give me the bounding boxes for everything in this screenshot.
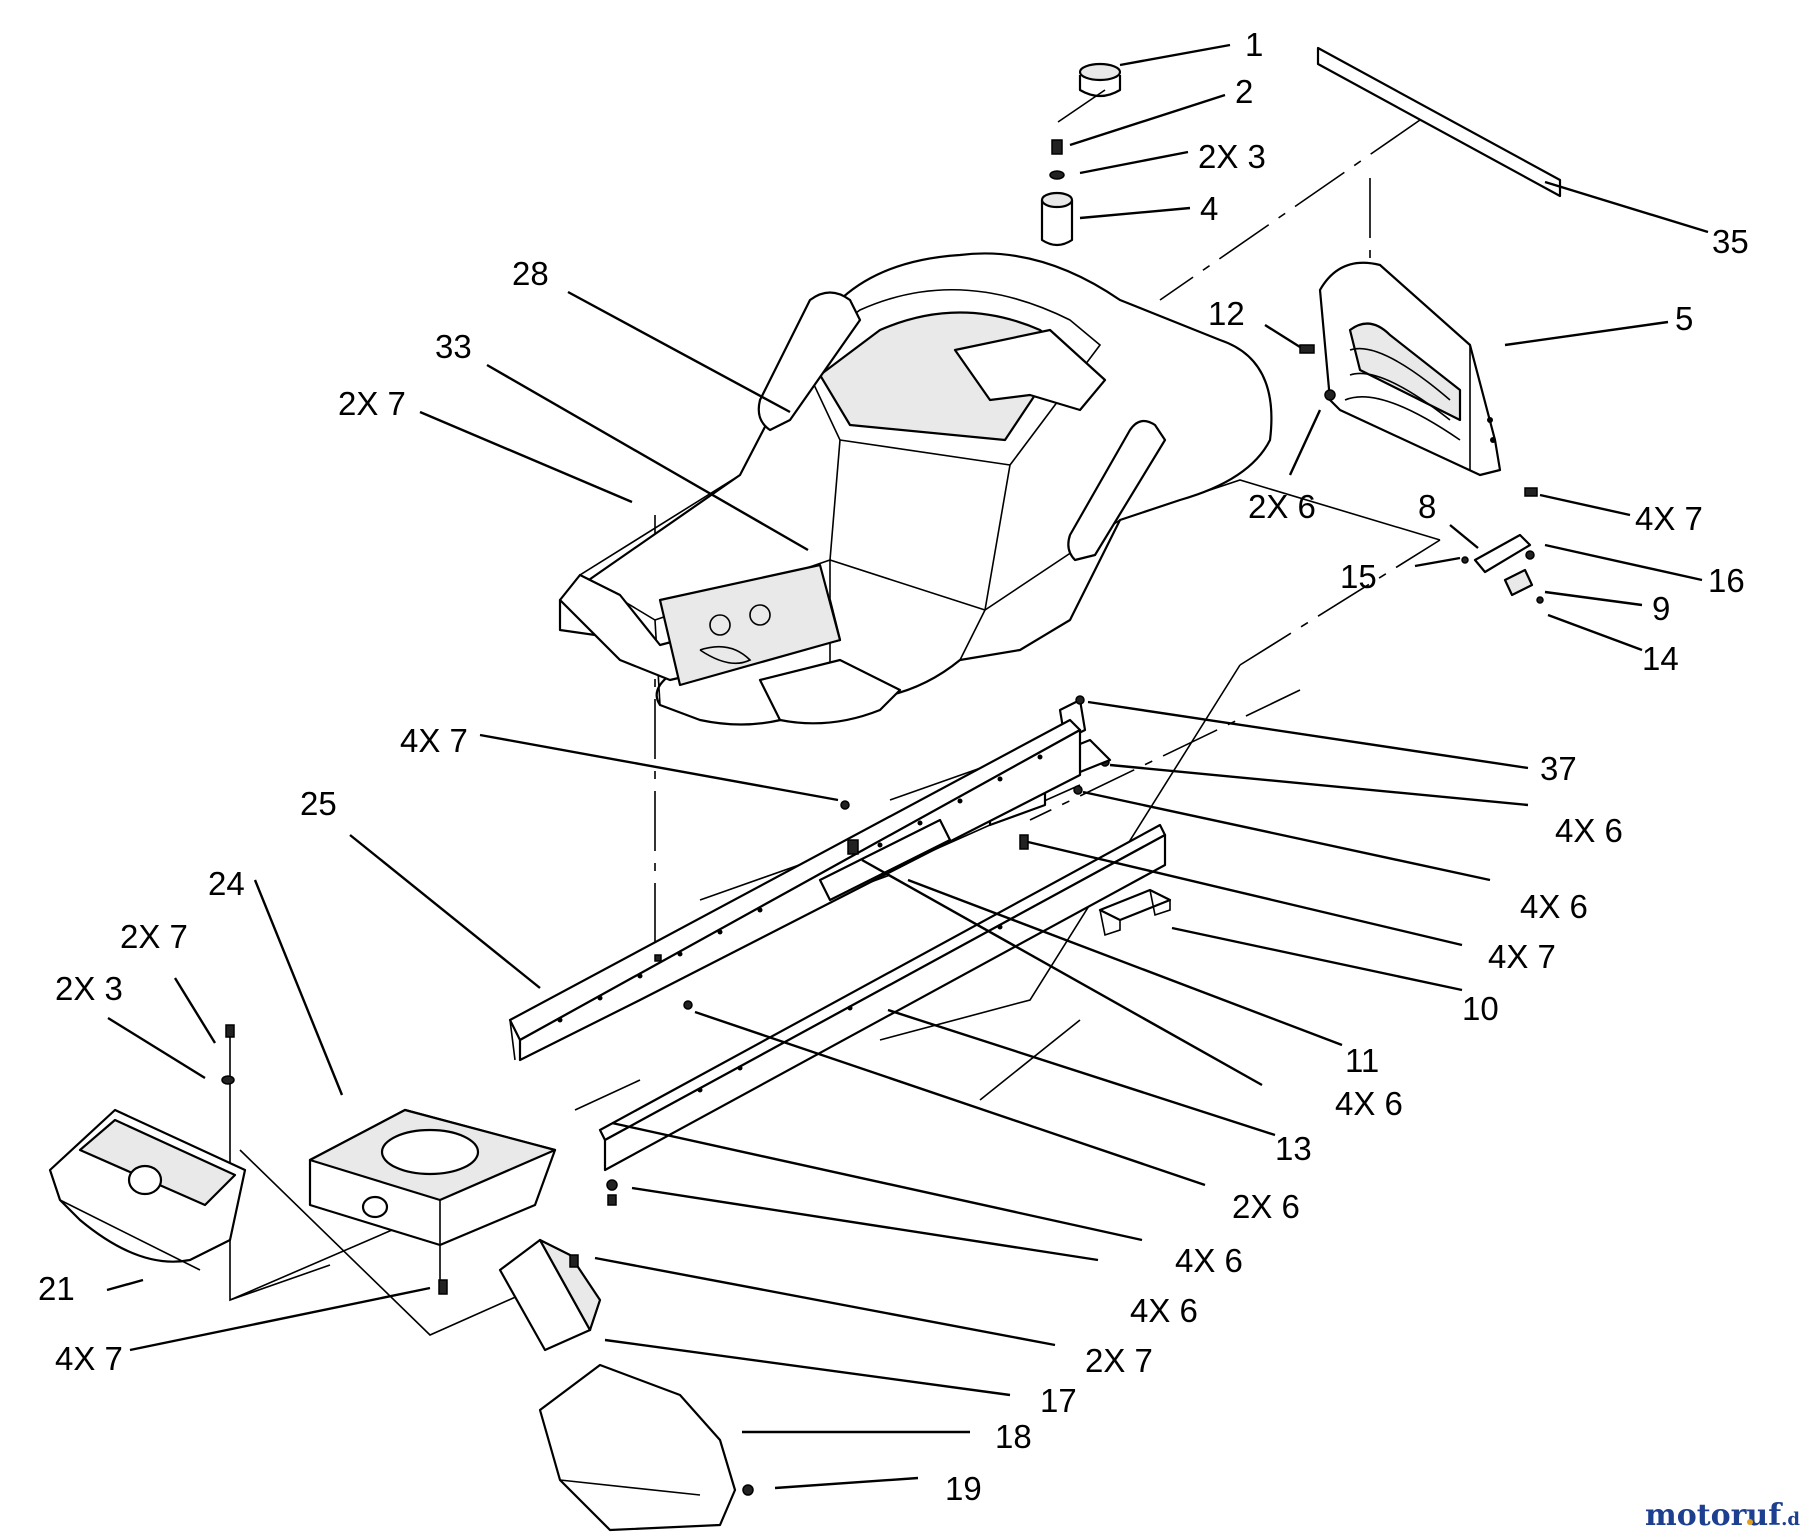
- frame-rail-part: [508, 718, 1082, 1062]
- callout-17: 17: [1040, 1382, 1077, 1419]
- callout-2x6-e: 2X 6: [1232, 1188, 1300, 1225]
- watermark-main: motoruf: [1645, 1498, 1783, 1533]
- bolt-set-part: [1299, 344, 1538, 497]
- sleeve-part: [1040, 191, 1074, 247]
- callout-10: 10: [1462, 990, 1499, 1027]
- callout-11: 11: [1345, 1042, 1379, 1079]
- callout-4x6-b: 4X 6: [1555, 812, 1623, 849]
- callout-25: 25: [300, 785, 337, 822]
- callout-2x3-b: 2X 3: [55, 970, 123, 1007]
- callout-4x6-c: 4X 6: [1520, 888, 1588, 925]
- guard-parts: [498, 1179, 754, 1532]
- knob-cap-part: [1057, 62, 1122, 123]
- callout-14: 14: [1642, 640, 1679, 677]
- callout-16: 16: [1708, 562, 1745, 599]
- callout-4x7-f: 4X 7: [55, 1340, 123, 1377]
- callout-13: 13: [1275, 1130, 1312, 1167]
- callout-33: 33: [435, 328, 472, 365]
- callout-1: 1: [1245, 26, 1263, 63]
- lower-rail-part: [598, 823, 1167, 1172]
- callout-8: 8: [1418, 488, 1436, 525]
- callout-4x7-d: 4X 7: [1488, 938, 1556, 975]
- callout-4: 4: [1200, 190, 1218, 227]
- switch-bracket-part: [1461, 533, 1544, 604]
- callout-21: 21: [38, 1270, 75, 1307]
- callout-2x7-g: 2X 7: [1085, 1342, 1153, 1379]
- callout-labels: 1 2 2X 3 4 35 5 28 33 2X 7 12 2X 6 4X 7 …: [38, 26, 1749, 1507]
- callout-4x6-d: 4X 6: [1335, 1085, 1403, 1122]
- watermark-tld: .de: [1781, 1509, 1800, 1530]
- callout-12: 12: [1208, 295, 1245, 332]
- bar-part: [1316, 46, 1562, 198]
- callout-4x7-c: 4X 7: [400, 722, 468, 759]
- watermark-logo: motoruf.de: [1645, 1498, 1800, 1533]
- callout-35: 35: [1712, 223, 1749, 260]
- callout-18: 18: [995, 1418, 1032, 1455]
- callout-4x7-b: 4X 7: [1635, 500, 1703, 537]
- side-bracket-part: [48, 1108, 247, 1271]
- svg-text:motoruf.de: motoruf.de: [1645, 1498, 1800, 1533]
- bolt-washer-part: [1049, 139, 1065, 180]
- callout-4x6-g: 4X 6: [1130, 1292, 1198, 1329]
- callout-15: 15: [1340, 558, 1377, 595]
- leader-lines: [106, 43, 1709, 1490]
- fender-pan-part: [558, 252, 1273, 726]
- callout-2x7-e: 2X 7: [120, 918, 188, 955]
- callout-9: 9: [1652, 590, 1670, 627]
- callout-2x7-a: 2X 7: [338, 385, 406, 422]
- callout-5: 5: [1675, 300, 1693, 337]
- rail-holes: [557, 754, 1043, 1023]
- callout-2: 2: [1235, 73, 1253, 110]
- motor-mount-part: [221, 1024, 557, 1295]
- callout-4x6-f: 4X 6: [1175, 1242, 1243, 1279]
- callout-19: 19: [945, 1470, 982, 1507]
- callout-37: 37: [1540, 750, 1577, 787]
- callout-24: 24: [208, 865, 245, 902]
- callout-2x6-a: 2X 6: [1248, 488, 1316, 525]
- callout-3: 2X 3: [1198, 138, 1266, 175]
- seat-bracket-part: [1318, 261, 1502, 477]
- callout-28: 28: [512, 255, 549, 292]
- watermark-dot: [1747, 1519, 1753, 1525]
